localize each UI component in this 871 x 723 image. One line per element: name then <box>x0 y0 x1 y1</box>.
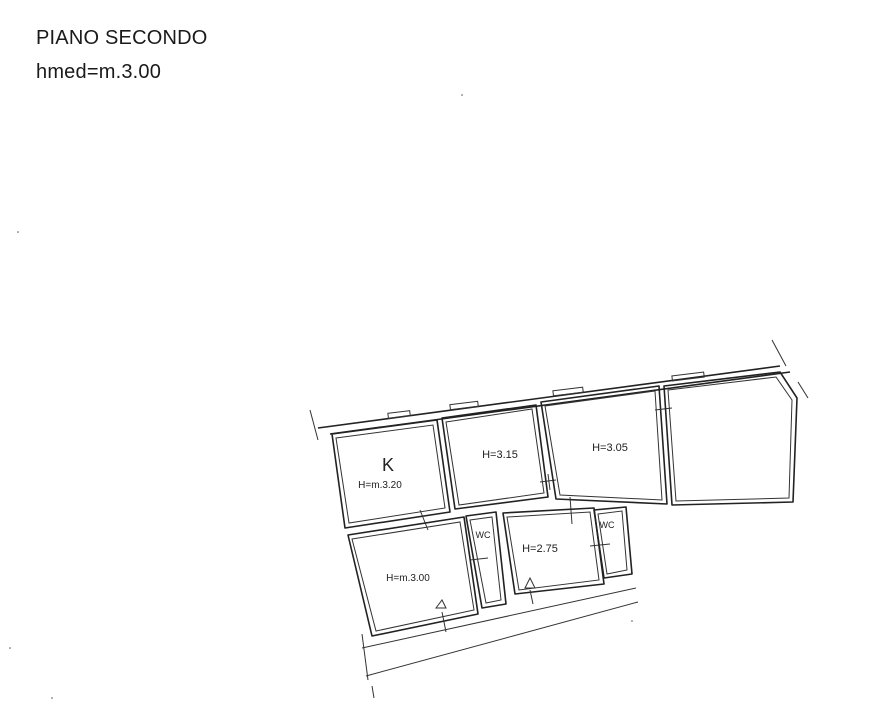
kitchen-letter: K <box>382 455 394 475</box>
room-4: H=m.3.00 <box>347 516 479 637</box>
average-height-label: hmed=m.3.00 <box>36 61 162 83</box>
room-2-height: H=3.15 <box>482 449 518 461</box>
floor-title: PIANO SECONDO <box>36 27 208 49</box>
wc-2: WC <box>589 506 633 579</box>
south-wall <box>361 587 639 699</box>
room-4-height: H=m.3.00 <box>386 573 430 584</box>
room-3: H=3.05 <box>540 385 673 525</box>
room-kitchen: K H=m.3.20 <box>331 419 451 531</box>
room-6-height: H=2.75 <box>522 543 558 555</box>
room-6: H=2.75 <box>502 507 605 605</box>
kitchen-height: H=m.3.20 <box>358 480 402 491</box>
wc-1: WC <box>465 511 507 609</box>
room-2: H=3.15 <box>441 404 557 510</box>
room-3-height: H=3.05 <box>592 442 628 454</box>
wc-2-label: WC <box>600 520 615 530</box>
wc-1-label: WC <box>476 530 491 540</box>
room-east <box>663 371 798 506</box>
north-wall <box>309 339 809 441</box>
